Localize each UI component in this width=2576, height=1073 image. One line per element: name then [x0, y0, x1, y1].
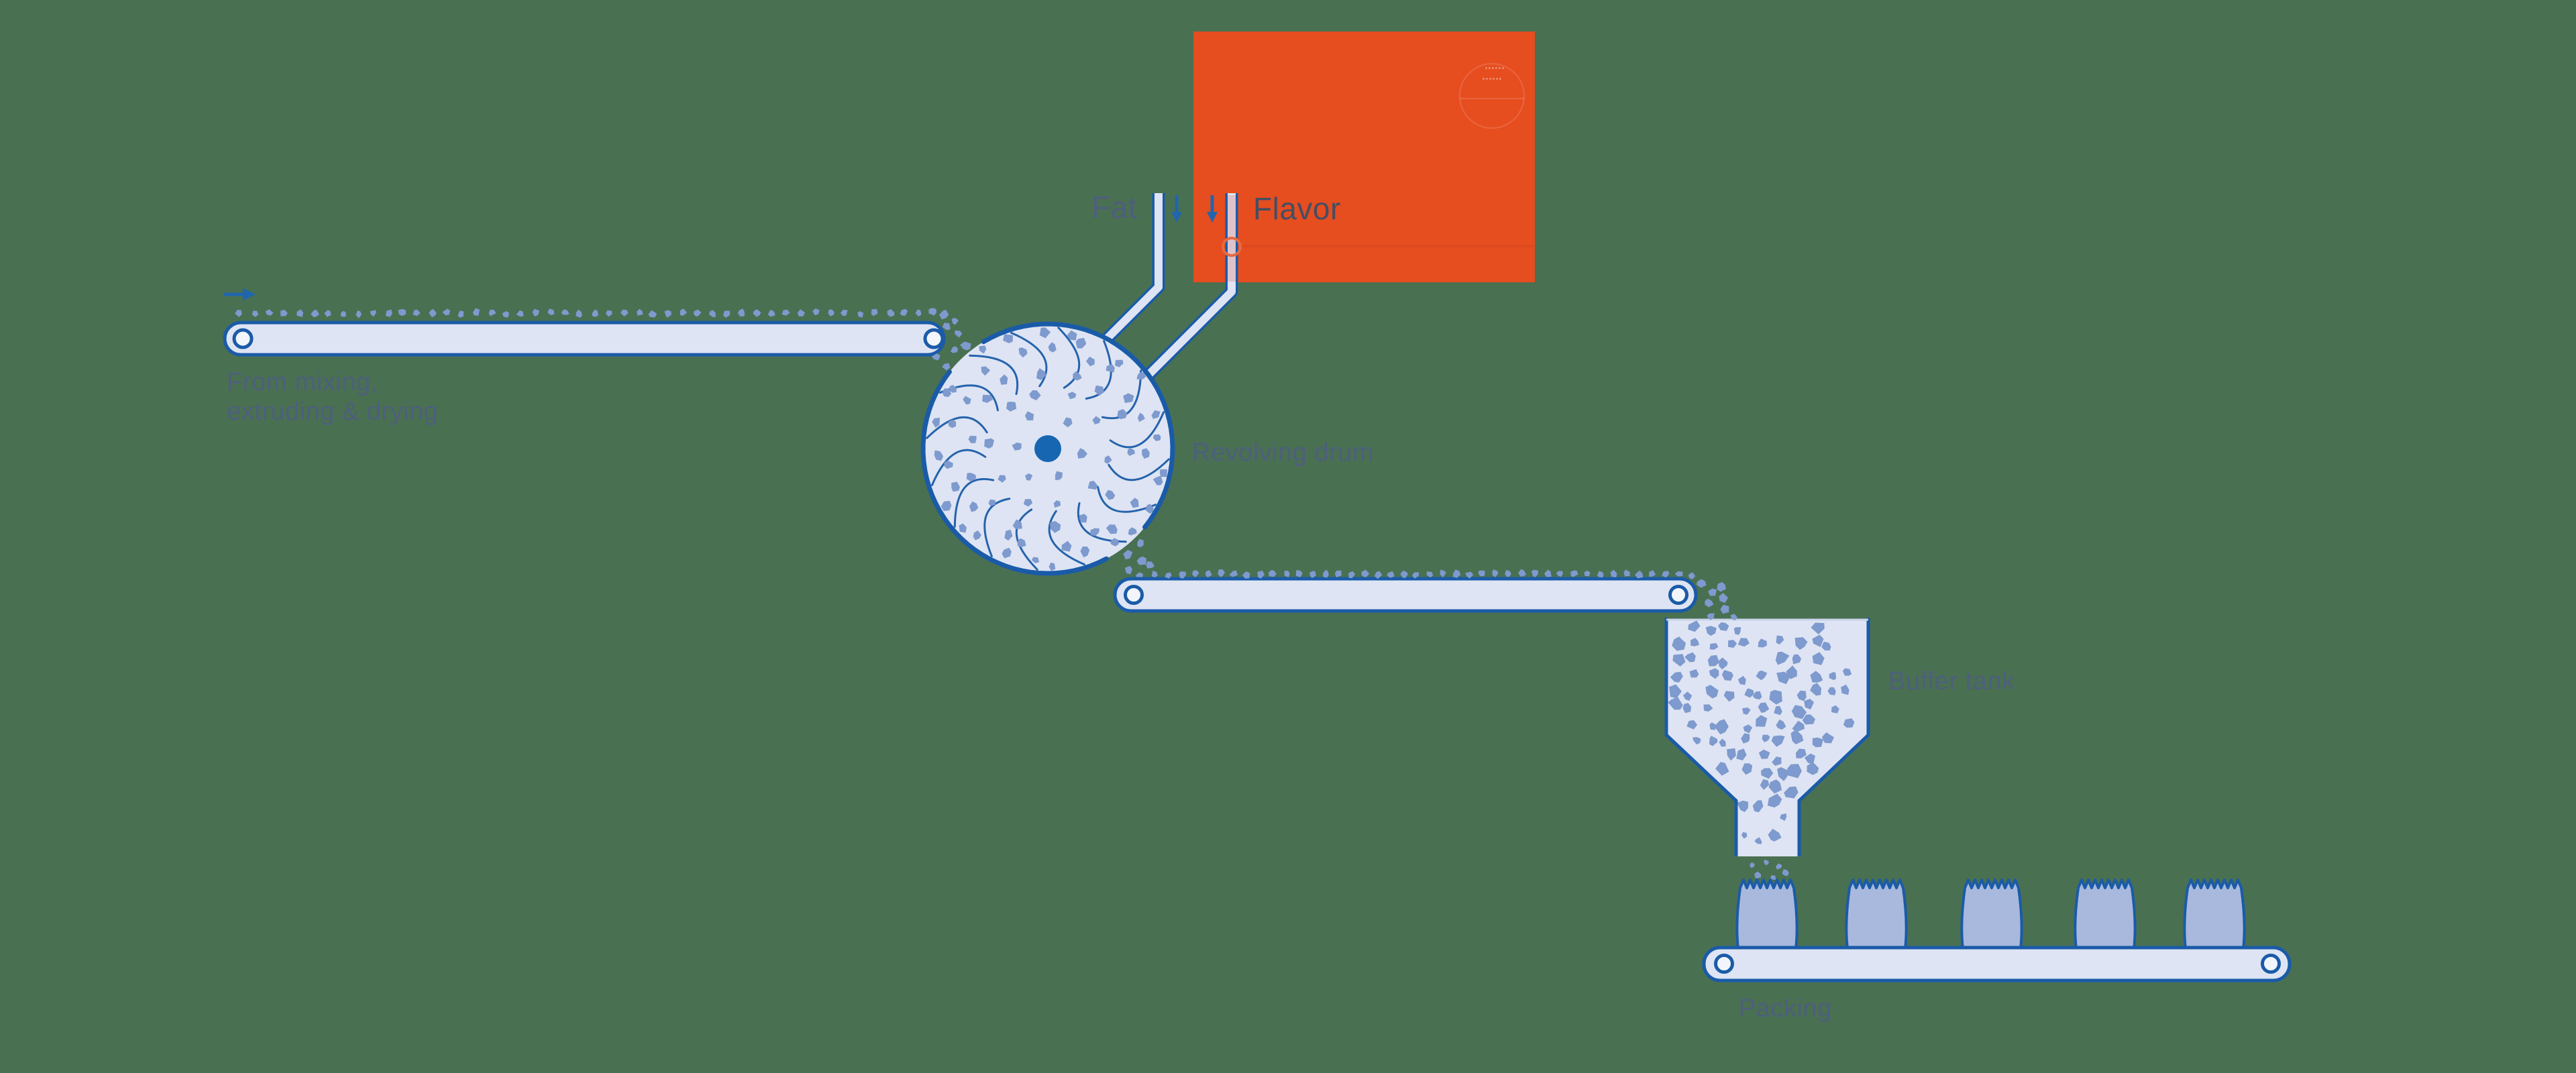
infeed-conveyor — [223, 321, 946, 357]
flavor-pipe — [1144, 193, 1242, 380]
infeed-left-roller — [232, 328, 254, 349]
ingredient-supply-box — [1193, 32, 1535, 282]
label-revolving-drum: Revolving drum — [1192, 439, 1374, 467]
infeed-belt — [223, 321, 946, 357]
packing-belt — [1702, 946, 2292, 982]
flow-direction-arrow-icon — [224, 288, 256, 301]
packing-bag — [2183, 879, 2246, 950]
label-fat: Fat — [1091, 190, 1137, 225]
packing-bags — [1735, 879, 2246, 950]
product-stream-transfer — [1151, 569, 1683, 579]
product-stream-into-drum — [928, 308, 971, 371]
flavor-inlet-arrow-icon — [1207, 195, 1218, 223]
packing-bag — [1735, 879, 1799, 950]
packing-bag — [2074, 879, 2137, 950]
label-buffer-tank: Buffer tank — [1888, 667, 2015, 695]
drum-blades — [926, 327, 1170, 571]
packing-conveyor — [1702, 946, 2292, 982]
label-flavor: Flavor — [1253, 191, 1341, 226]
transfer-left-roller — [1124, 585, 1144, 605]
packing-bag — [1960, 879, 2023, 950]
drum-product-pieces — [932, 327, 1167, 571]
buffer-tank-left-wall — [1664, 618, 1738, 856]
packing-right-roller — [2261, 954, 2281, 974]
transfer-conveyor — [1113, 577, 1698, 613]
packing-left-roller — [1714, 954, 1734, 974]
product-stream-infeed — [235, 308, 922, 319]
watermark-logo-icon — [1458, 62, 1525, 129]
supply-box — [1193, 32, 1535, 282]
drum-hub — [1034, 435, 1061, 462]
infeed-right-roller — [923, 328, 945, 349]
product-stream-into-tank — [1688, 572, 1741, 635]
valve-icon — [1222, 237, 1242, 257]
packing-bag — [1845, 879, 1908, 950]
label-packing: Packing — [1739, 995, 1832, 1023]
label-source-line2: extruding & drying — [227, 398, 438, 426]
transfer-right-roller — [1668, 585, 1688, 605]
fat-inlet-arrow-icon — [1171, 195, 1182, 223]
transfer-belt — [1113, 577, 1698, 613]
label-source-line1: From mixing, — [227, 368, 378, 396]
buffer-tank-product — [1668, 620, 1855, 844]
buffer-tank-right-wall — [1797, 618, 1870, 856]
fat-pipe — [1103, 193, 1165, 343]
drum-rim — [920, 321, 1175, 576]
buffer-tank — [1664, 618, 1870, 856]
